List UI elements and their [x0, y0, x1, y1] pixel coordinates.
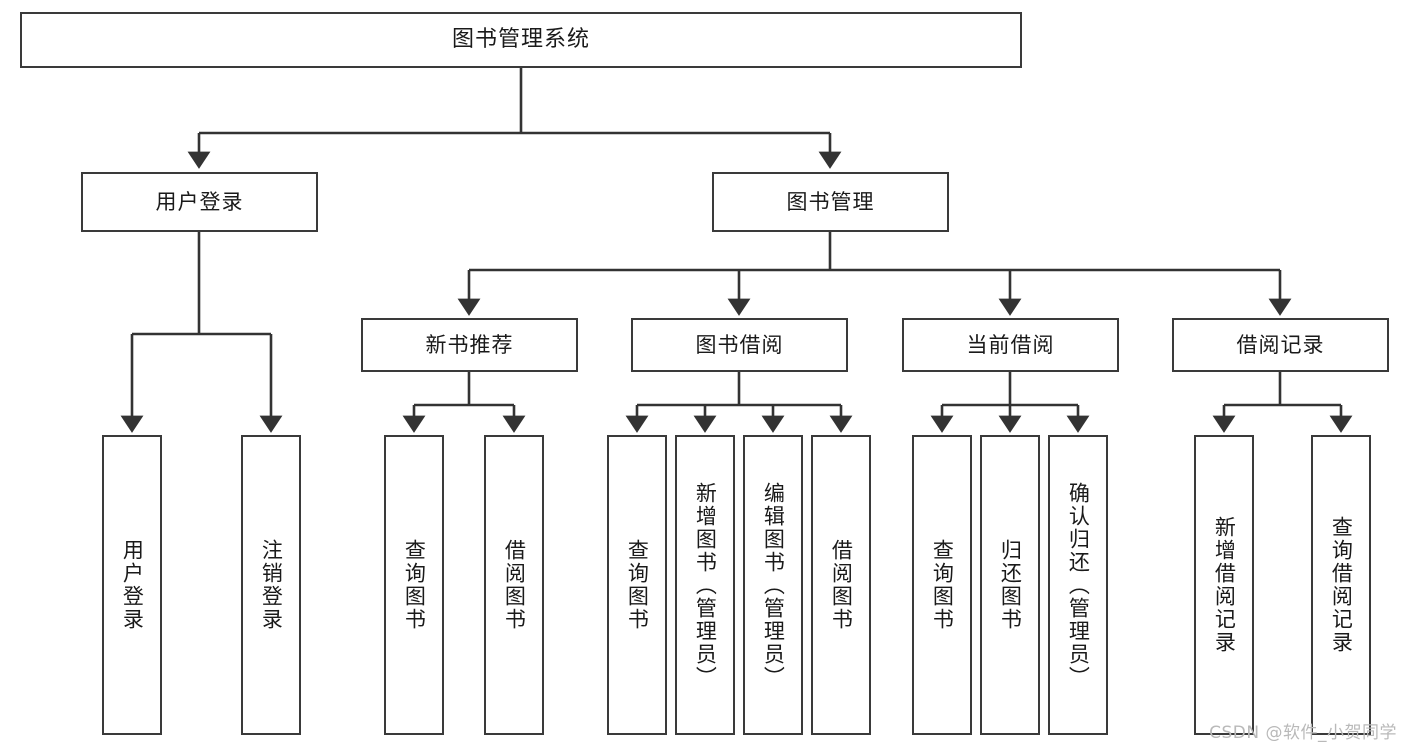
leaf-book-borrow-query-book[interactable]: 查询图书 [607, 435, 667, 735]
node-user-login[interactable]: 用户登录 [81, 172, 318, 232]
leaf-book-borrow-borrow-book[interactable]: 借阅图书 [811, 435, 871, 735]
node-current-borrow[interactable]: 当前借阅 [902, 318, 1119, 372]
leaf-borrow-record-add-record[interactable]: 新增借阅记录 [1194, 435, 1254, 735]
node-root-book-management-system[interactable]: 图书管理系统 [20, 12, 1022, 68]
leaf-user-login-login[interactable]: 用户登录 [102, 435, 162, 735]
watermark: CSDN @软件_小贺同学 [1209, 723, 1397, 743]
node-label: 新增借阅记录 [1212, 516, 1237, 654]
node-label: 用户登录 [120, 539, 145, 631]
node-label: 查询图书 [402, 539, 427, 631]
node-label: 图书管理系统 [451, 27, 590, 53]
node-new-book-recommend[interactable]: 新书推荐 [361, 318, 578, 372]
node-label: 借阅记录 [1236, 332, 1325, 357]
node-label: 借阅图书 [829, 539, 854, 631]
node-label: 确认归还（管理员） [1066, 481, 1091, 689]
node-label: 借阅图书 [502, 539, 527, 631]
leaf-new-book-query-book[interactable]: 查询图书 [384, 435, 444, 735]
node-label: 查询图书 [930, 539, 955, 631]
node-label: 归还图书 [998, 539, 1023, 631]
node-label: 查询图书 [625, 539, 650, 631]
node-label: 编辑图书（管理员） [761, 481, 786, 689]
leaf-borrow-record-query-record[interactable]: 查询借阅记录 [1311, 435, 1371, 735]
node-label: 图书借阅 [695, 332, 784, 357]
leaf-book-borrow-edit-book-admin[interactable]: 编辑图书（管理员） [743, 435, 803, 735]
leaf-current-borrow-return-book[interactable]: 归还图书 [980, 435, 1040, 735]
node-label: 注销登录 [259, 539, 284, 631]
leaf-book-borrow-add-book-admin[interactable]: 新增图书（管理员） [675, 435, 735, 735]
leaf-current-borrow-query-book[interactable]: 查询图书 [912, 435, 972, 735]
leaf-user-login-logout[interactable]: 注销登录 [241, 435, 301, 735]
leaf-current-borrow-confirm-return-admin[interactable]: 确认归还（管理员） [1048, 435, 1108, 735]
node-label: 当前借阅 [966, 332, 1055, 357]
node-label: 查询借阅记录 [1329, 516, 1354, 654]
node-label: 用户登录 [155, 189, 244, 214]
node-book-management[interactable]: 图书管理 [712, 172, 949, 232]
node-label: 新增图书（管理员） [693, 481, 718, 689]
node-label: 新书推荐 [425, 332, 514, 357]
leaf-new-book-borrow-book[interactable]: 借阅图书 [484, 435, 544, 735]
node-borrow-record[interactable]: 借阅记录 [1172, 318, 1389, 372]
node-label: 图书管理 [786, 189, 875, 214]
node-book-borrow[interactable]: 图书借阅 [631, 318, 848, 372]
